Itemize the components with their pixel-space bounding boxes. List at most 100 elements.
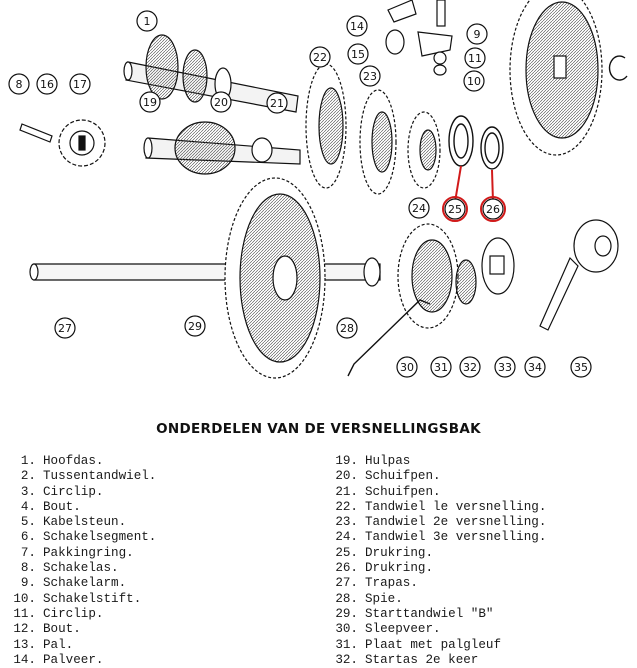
thrust-rings [448,115,504,170]
part-name: Sleepveer. [365,622,441,637]
part-name: Starttandwiel "B" [365,606,494,621]
part-name: Schakelstift. [43,591,142,606]
callout-label: 26 [486,203,500,216]
callout-label: 31 [434,361,448,374]
part-row: 24.Tandwiel 3e versnelling. [326,530,546,545]
part-name: Schuifpen. [365,469,441,484]
callout-23: 23 [359,65,381,87]
part-number: 30. [335,622,358,637]
kickstart-shaft [29,257,381,287]
part-name: Trapas. [365,576,418,591]
part-name: Plaat met palgleuf [365,637,502,652]
callout-label: 22 [313,51,327,64]
part-row: 23.Tandwiel 2e versnelling. [326,515,546,530]
callout-20: 20 [210,91,232,113]
part-number: 14. [13,652,36,667]
part-row: 5. Kabelsteun. [4,515,156,530]
highlight-ring [442,196,468,222]
part-number: 29. [335,606,358,621]
part-number: 19. [335,454,358,468]
part-name: Circlip. [43,484,104,499]
part-number: 6. [20,530,36,545]
part-row: 8.Schakelas. [4,561,156,576]
part-name: Startas 2e keer [365,652,479,667]
part-name: Kabelsteun. [43,515,127,530]
callout-8: 8 [8,73,30,95]
main-shaft-part [123,34,299,113]
callout-label: 21 [270,97,284,110]
large-gear-top-right [509,0,603,156]
part-number: 8. [20,561,36,576]
callout-34: 34 [524,356,546,378]
callout-29: 29 [184,315,206,337]
callout-label: 27 [58,322,72,335]
part-number: 3. [20,484,36,499]
callout-10: 10 [463,70,485,92]
part-name: Circlip. [43,606,104,621]
ratchet-assembly [397,223,515,329]
kick-arm-part [539,219,619,331]
callout-22: 22 [309,46,331,68]
callout-label: 14 [350,20,364,33]
callout-label: 9 [474,28,481,41]
part-number: 20. [335,469,358,484]
parts-list-title: ONDERDELEN VAN DE VERSNELLINGSBAK [156,421,481,437]
part-name: Drukring. [365,561,434,576]
callout-label: 30 [400,361,414,374]
part-row: 2.Tussentandwiel. [4,469,157,484]
gear-cluster [305,63,441,195]
callout-11: 11 [464,47,486,69]
callout-21: 21 [266,92,288,114]
part-row: 31.Plaat met palgleuf [326,638,546,653]
part-number: 5. [20,515,36,530]
callout-26: 26 [480,196,506,222]
countershaft-part [143,121,301,175]
part-number: 32. [335,652,358,667]
callout-label: 29 [188,320,202,333]
callout-label: 24 [412,202,426,215]
callout-1: 1 [136,10,158,32]
callout-label: 1 [144,15,151,28]
part-number: 13. [13,637,36,652]
sprocket-part [19,119,106,167]
part-row: 6.Schakelsegment. [4,530,157,545]
part-number: 9. [20,576,36,591]
part-number: 27. [335,576,358,591]
callout-19: 19 [139,91,161,113]
part-name: Tandwiel 3e versnelling. [365,530,547,545]
highlight-leaders [454,165,494,203]
callout-label: 19 [143,96,157,109]
part-number: 12. [13,622,36,637]
part-name: Palveer. [43,652,104,667]
part-row: 22.Tandwiel le versnelling. [326,500,546,515]
callout-label: 16 [40,78,54,91]
part-number: 2. [20,469,36,484]
part-name: Bout. [43,622,81,637]
callout-label: 35 [574,361,588,374]
part-number: 10. [13,591,36,606]
part-name: Hulpas [365,454,411,468]
part-name: Spie. [365,591,403,606]
part-row: 13.Pal. [4,638,156,653]
callout-label: 8 [16,78,23,91]
part-row: 19. Hulpas [326,454,546,469]
part-row: 14. Palveer. [4,653,156,668]
part-row: 3. Circlip. [4,485,156,500]
part-name: Pakkingring. [43,545,134,560]
callout-label: 34 [528,361,542,374]
part-number: 21. [335,484,358,499]
callout-30: 30 [396,356,418,378]
part-row: 9.Schakelarm. [4,576,156,591]
callout-label: 11 [468,52,482,65]
callout-28: 28 [336,317,358,339]
part-name: Hoofdas. [43,454,104,468]
parts-list-left: 1.Hoofdas.2.Tussentandwiel.3.Circlip.4.B… [4,454,156,668]
callout-label: 25 [448,203,462,216]
part-name: Schuifpen. [365,484,441,499]
spring-part [347,299,431,377]
part-number: 28. [335,591,358,606]
part-number: 26. [335,561,358,576]
part-name: Bout. [43,499,81,514]
callout-label: 10 [467,75,481,88]
part-number: 22. [335,499,358,514]
